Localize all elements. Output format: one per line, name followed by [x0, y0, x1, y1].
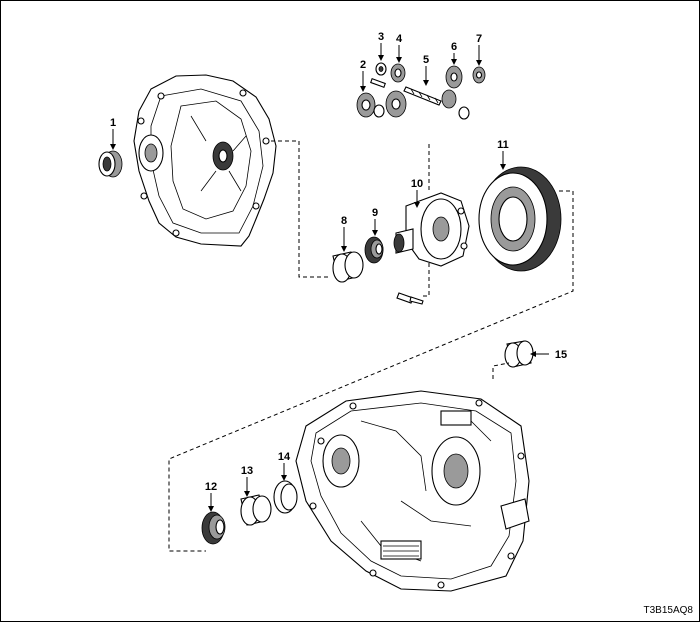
callout-13: 13: [241, 465, 253, 477]
assembly-line-upper: [271, 140, 331, 278]
transaxle-case: [295, 390, 530, 592]
side-gear-left: [373, 90, 407, 118]
callout-2: 2: [360, 59, 366, 71]
case-bolt: [396, 292, 424, 305]
shim-14: [273, 480, 298, 514]
pinion-gear-2: [356, 92, 376, 118]
roller-bearing-9: [364, 236, 384, 264]
differential-case-10: [393, 192, 470, 267]
callout-14: 14: [278, 451, 291, 463]
callout-7: 7: [476, 33, 482, 45]
assembly-line-right: [168, 190, 574, 552]
callout-15: 15: [555, 349, 567, 361]
bearing-race-8: [332, 251, 364, 283]
side-gear-4: [390, 63, 406, 83]
callout-11: 11: [497, 139, 509, 151]
clutch-housing: [133, 74, 277, 247]
pinion-gear-6: [441, 65, 470, 120]
callout-5: 5: [423, 54, 429, 66]
pin-2: [370, 78, 386, 88]
assembly-line-lower: [492, 362, 510, 379]
callout-12: 12: [205, 481, 217, 493]
bearing-race-13: [240, 494, 272, 526]
callout-4: 4: [396, 33, 403, 45]
callout-10: 10: [411, 178, 423, 190]
pinion-shaft-5: [403, 86, 442, 106]
bearing-race-15: [504, 340, 534, 368]
leader-lines: [110, 43, 549, 512]
callout-1: 1: [110, 117, 116, 129]
washer-3: [375, 62, 387, 76]
oil-seal-1: [98, 150, 123, 178]
ring-gear-11: [478, 166, 562, 272]
roller-bearing-12: [201, 511, 226, 545]
callout-9: 9: [372, 207, 378, 219]
washer-7: [472, 66, 486, 84]
callout-6: 6: [451, 41, 457, 53]
figure-code: T3B15AQ8: [644, 605, 694, 616]
assembly-line-center: [423, 144, 430, 297]
callout-8: 8: [341, 215, 347, 227]
callout-3: 3: [378, 31, 384, 43]
